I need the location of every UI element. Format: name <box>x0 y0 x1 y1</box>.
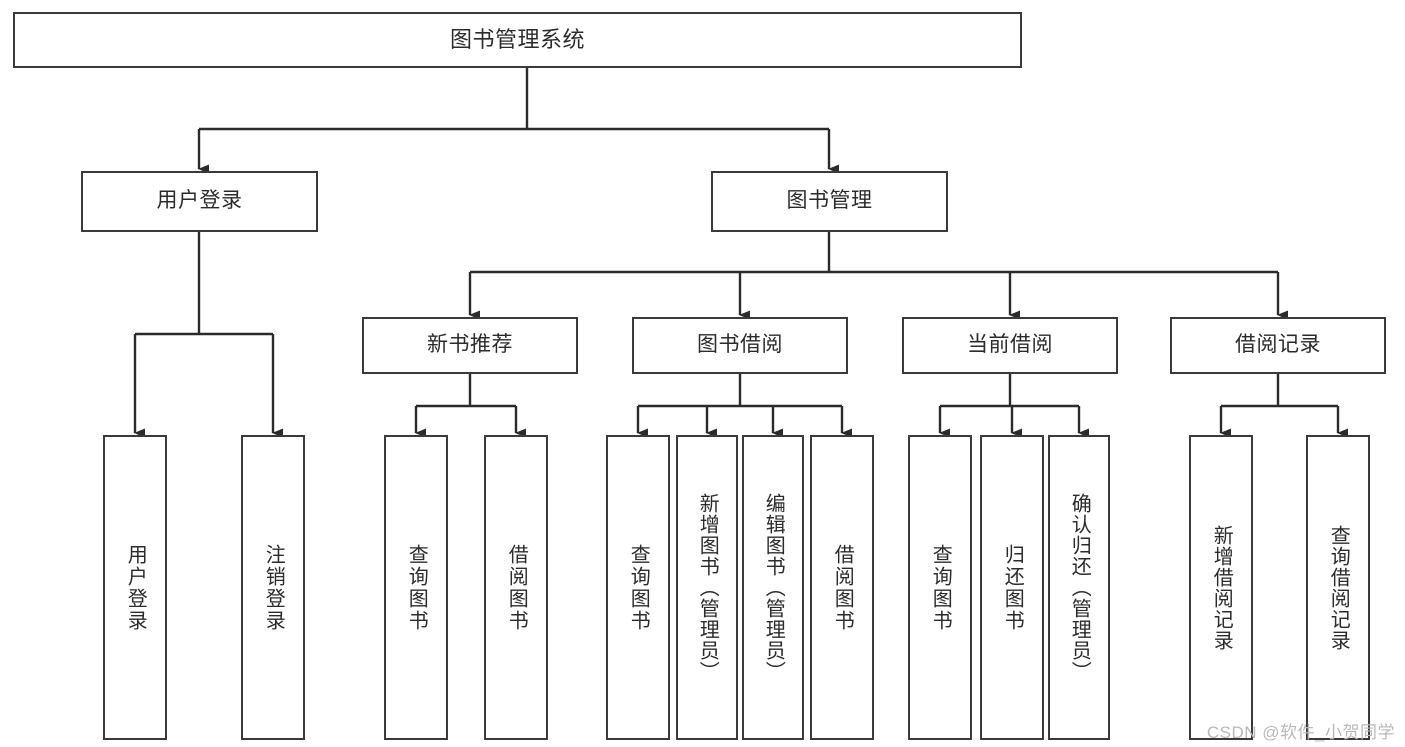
node-leaf-query-book-3[interactable]: 查询图书 <box>908 435 972 740</box>
connector-bus <box>135 232 273 336</box>
node-leaf-query-borrow-record[interactable]: 查询借阅记录 <box>1306 435 1370 740</box>
node-current-borrow[interactable]: 当前借阅 <box>902 317 1118 374</box>
node-label: 用户登录 <box>124 543 147 632</box>
node-label: 编辑图书（管理员） <box>762 493 785 682</box>
node-label: 注销登录 <box>262 543 285 632</box>
node-new-book-recommend[interactable]: 新书推荐 <box>362 317 578 374</box>
node-leaf-add-borrow-record[interactable]: 新增借阅记录 <box>1189 435 1253 740</box>
node-leaf-add-book-admin[interactable]: 新增图书（管理员） <box>676 435 738 740</box>
connector-bus <box>470 232 1278 274</box>
node-leaf-confirm-return-admin[interactable]: 确认归还（管理员） <box>1048 435 1110 740</box>
node-borrow-record[interactable]: 借阅记录 <box>1170 317 1386 374</box>
node-label: 归还图书 <box>1001 543 1024 632</box>
node-label: 查询图书 <box>405 543 428 632</box>
node-leaf-borrow-book-1[interactable]: 借阅图书 <box>484 435 548 740</box>
node-label: 新增图书（管理员） <box>696 493 719 682</box>
node-label: 图书借阅 <box>697 333 783 357</box>
connector-bus <box>1221 374 1338 408</box>
node-leaf-logout-login[interactable]: 注销登录 <box>241 435 305 740</box>
node-leaf-edit-book-admin[interactable]: 编辑图书（管理员） <box>742 435 804 740</box>
csdn-watermark: CSDN @软件_小贺同学 <box>1206 723 1395 742</box>
node-label: 查询借阅记录 <box>1327 524 1350 651</box>
node-leaf-query-book-2[interactable]: 查询图书 <box>606 435 670 740</box>
connector-bus <box>638 374 842 408</box>
node-label: 借阅图书 <box>505 543 528 632</box>
node-leaf-borrow-book-2[interactable]: 借阅图书 <box>810 435 874 740</box>
node-leaf-return-book[interactable]: 归还图书 <box>980 435 1044 740</box>
node-label: 图书管理系统 <box>449 27 585 53</box>
node-label: 借阅记录 <box>1235 333 1321 357</box>
node-label: 查询图书 <box>627 543 650 632</box>
connector-bus <box>940 374 1079 408</box>
connector-bus <box>199 68 829 131</box>
node-label: 确认归还（管理员） <box>1068 493 1091 682</box>
node-label: 图书管理 <box>786 189 873 213</box>
node-label: 借阅图书 <box>831 543 854 632</box>
node-leaf-query-book-1[interactable]: 查询图书 <box>384 435 448 740</box>
node-leaf-user-login[interactable]: 用户登录 <box>103 435 167 740</box>
node-root-book-management-system[interactable]: 图书管理系统 <box>13 12 1022 68</box>
node-label: 当前借阅 <box>967 333 1053 357</box>
node-label: 用户登录 <box>156 189 243 213</box>
node-label: 新增借阅记录 <box>1210 524 1233 651</box>
node-label: 查询图书 <box>929 543 952 632</box>
node-user-login[interactable]: 用户登录 <box>81 171 318 232</box>
node-book-manage[interactable]: 图书管理 <box>711 171 948 232</box>
connector-bus <box>416 374 516 408</box>
node-label: 新书推荐 <box>427 333 513 357</box>
node-book-borrow[interactable]: 图书借阅 <box>632 317 848 374</box>
